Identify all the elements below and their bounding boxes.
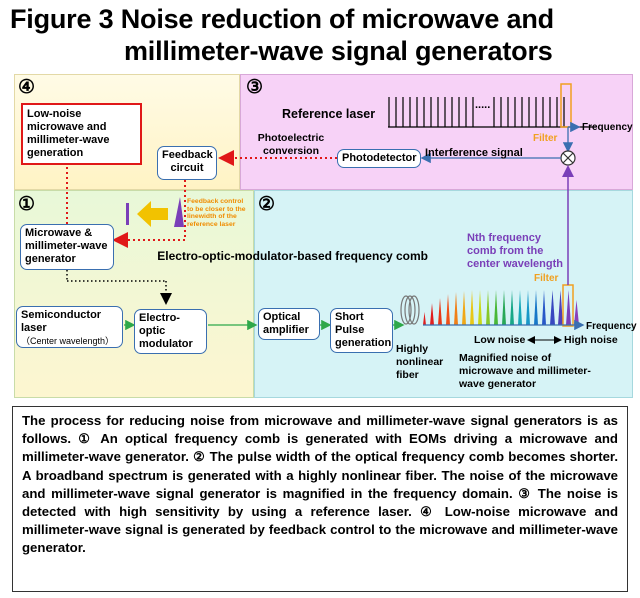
fiber-coil-icon: [400, 295, 420, 325]
panel-3-number: ③: [246, 77, 264, 98]
wide-line-icon: [174, 197, 184, 227]
broadband-spectrum: [423, 290, 579, 325]
narrow-line-icon: [126, 203, 129, 225]
spectrum-dots: .....: [475, 99, 491, 111]
frequency-top-label: Frequency: [582, 122, 633, 133]
ref-laser-lines: [388, 97, 565, 127]
hnlf-label: Highly nonlinear fiber: [396, 343, 444, 381]
nth-comb-label: Nth frequency comb from the center wavel…: [467, 232, 563, 270]
interference-label: Interference signal: [425, 147, 523, 159]
narrowing-arrow-icon: [137, 201, 168, 227]
mw-generator-box: Microwave & millimeter-wave generator: [20, 224, 114, 270]
high-noise-label: High noise: [564, 334, 618, 346]
filter-bottom-label: Filter: [534, 273, 559, 284]
panel-2-number: ②: [258, 194, 276, 215]
title-line-1: Figure 3 Noise reduction of microwave an…: [10, 4, 554, 34]
reference-laser-label: Reference laser: [282, 107, 376, 121]
center-wavelength-label: （Center wavelength）: [21, 336, 115, 346]
photoelectric-label: Photoelectric conversion: [257, 132, 325, 157]
frequency-bottom-label: Frequency: [586, 321, 637, 332]
panel-1-number: ①: [18, 194, 36, 215]
low-noise-label: Low noise: [474, 334, 526, 346]
description-text: The process for reducing noise from micr…: [12, 406, 628, 592]
panel-4-number: ④: [18, 77, 36, 98]
magnified-noise-label: Magnified noise of microwave and millime…: [459, 352, 591, 390]
feedback-control-note: Feedback control to be closer to the lin…: [187, 198, 246, 228]
filter-top-label: Filter: [533, 133, 558, 144]
semiconductor-label: Semiconductor laser: [21, 309, 102, 334]
photodetector-box: Photodetector: [337, 149, 421, 168]
semiconductor-laser-box: Semiconductor laser （Center wavelength）: [16, 306, 123, 348]
feedback-circuit-box: Feedback circuit: [157, 146, 217, 180]
eo-comb-label: Electro-optic-modulator-based frequency …: [157, 249, 428, 263]
short-pulse-box: Short Pulse generation: [330, 308, 393, 353]
panel-2: [254, 190, 633, 398]
title-line-2: millimeter-wave signal generators: [124, 36, 553, 66]
eo-modulator-box: Electro-optic modulator: [134, 309, 207, 354]
optical-amplifier-box: Optical amplifier: [258, 308, 320, 340]
filter-top-rect: [560, 83, 572, 128]
low-noise-output-box: Low-noise microwave and millimeter-wave …: [21, 103, 142, 165]
